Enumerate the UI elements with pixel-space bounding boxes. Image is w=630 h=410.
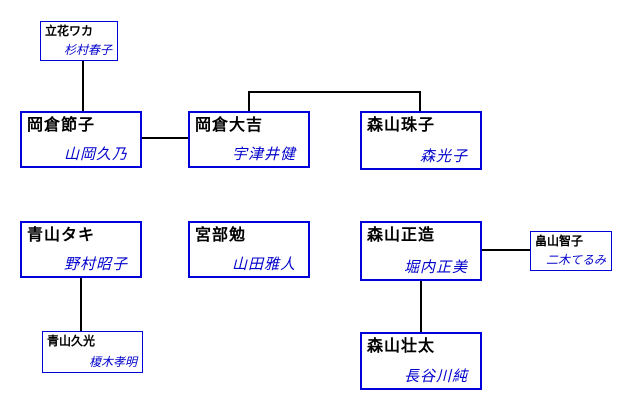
connector-waka-setsuko [82,61,84,111]
actor-name: 杉村春子 [63,42,112,57]
connector-taki-hisamitsu [80,278,82,331]
person-name: 岡倉節子 [27,115,96,134]
person-name: 宮部勉 [195,225,247,244]
person-name: 立花ワカ [45,24,94,38]
person-box-hisamitsu: 青山久光 榎木孝明 [42,331,143,373]
person-box-setsuko: 岡倉節子 山岡久乃 [20,111,142,168]
actor-name: 榎木孝明 [88,354,137,369]
person-box-tomoko: 畠山智子 二木てるみ [530,231,612,271]
connector-shozo-sota [420,281,422,332]
actor-name: 堀内正美 [403,257,468,276]
person-box-shozo: 森山正造 堀内正美 [360,221,482,281]
connector-shozo-tomoko [482,249,530,251]
connector-sibling-bracket-right [419,91,421,111]
person-name: 岡倉大吉 [195,115,264,134]
person-name: 青山久光 [47,334,96,348]
person-name: 森山珠子 [367,115,436,134]
actor-name: 野村昭子 [63,254,128,273]
person-box-daikichi: 岡倉大吉 宇津井健 [188,111,310,168]
connector-sibling-bracket-left [248,91,250,111]
person-name: 畠山智子 [535,234,584,248]
person-box-taki: 青山タキ 野村昭子 [20,221,142,278]
actor-name: 山田雅人 [231,254,296,273]
person-box-sota: 森山壮太 長谷川純 [360,332,482,390]
person-name: 青山タキ [27,225,96,244]
actor-name: 山岡久乃 [63,144,128,163]
actor-name: 宇津井健 [231,144,296,163]
actor-name: 長谷川純 [403,366,468,385]
actor-name: 二木てるみ [545,252,606,267]
person-box-tamako: 森山珠子 森光子 [360,111,482,170]
person-box-waka: 立花ワカ 杉村春子 [40,21,118,61]
connector-sibling-bracket-top [248,91,421,93]
person-name: 森山正造 [367,225,436,244]
actor-name: 森光子 [419,146,468,165]
person-name: 森山壮太 [367,336,436,355]
connector-setsuko-daikichi [142,137,188,139]
person-box-tsutomu: 宮部勉 山田雅人 [188,221,310,278]
